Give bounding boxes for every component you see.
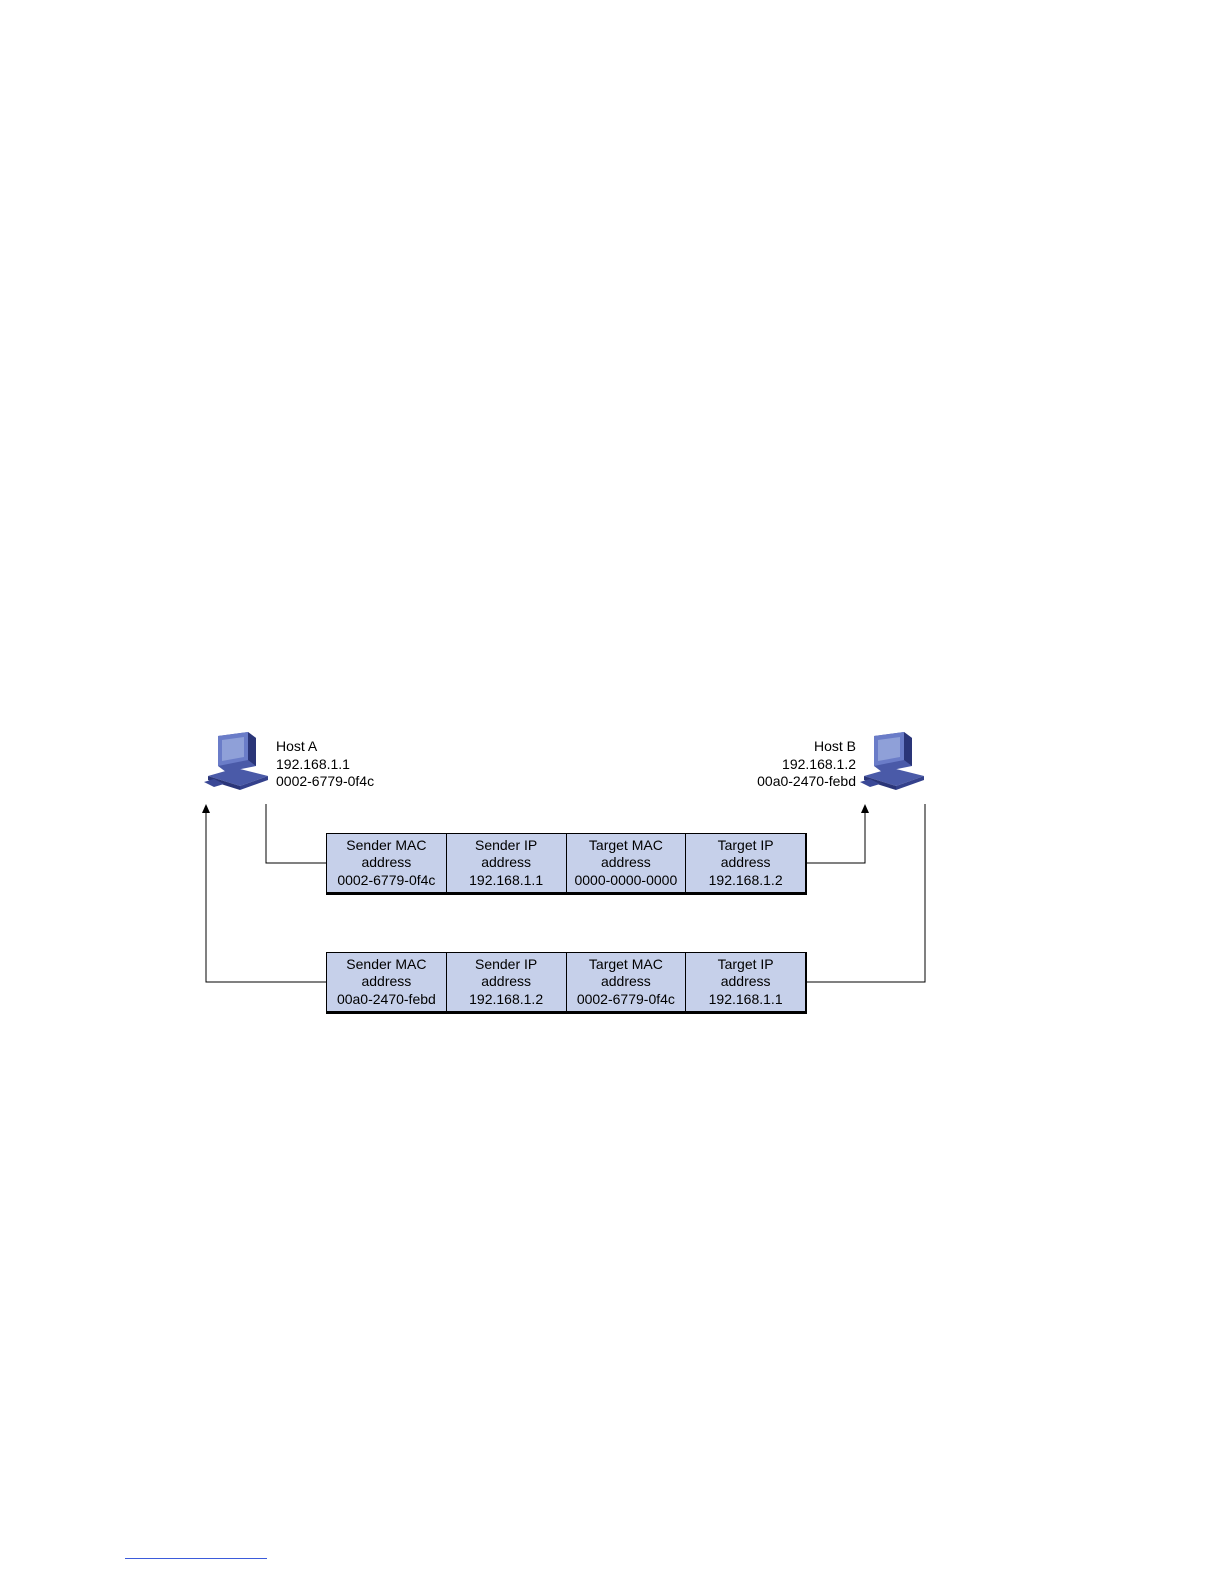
field-label: Sender IP <box>474 955 538 972</box>
request-sender-ip-field: Sender IP address 192.168.1.1 <box>446 834 567 892</box>
field-value: 0002-6779-0f4c <box>337 871 436 888</box>
field-value: 00a0-2470-febd <box>336 990 436 1007</box>
field-value: 0000-0000-0000 <box>574 871 678 888</box>
field-value: 192.168.1.2 <box>708 871 783 888</box>
field-label: Sender MAC <box>346 955 427 972</box>
field-label: Target MAC <box>588 836 663 853</box>
field-label: Sender MAC <box>346 836 427 853</box>
request-target-ip-field: Target IP address 192.168.1.2 <box>686 834 805 892</box>
reply-line-to-host-a <box>205 806 326 983</box>
footnote-divider <box>125 1558 267 1559</box>
host-b-ip: 192.168.1.2 <box>782 755 856 772</box>
field-label: address <box>600 854 651 871</box>
arp-request-packet: Sender MAC address 0002-6779-0f4c Sender… <box>326 833 807 895</box>
field-label: address <box>481 854 532 871</box>
host-a-mac: 0002-6779-0f4c <box>276 773 375 789</box>
reply-arrowhead <box>202 804 210 813</box>
field-value: 192.168.1.2 <box>469 990 544 1007</box>
field-label: Target IP <box>717 955 774 972</box>
field-label: address <box>361 854 412 871</box>
field-label: address <box>361 973 412 990</box>
host-a-ip: 192.168.1.1 <box>276 755 350 772</box>
request-line-from-host-a <box>265 804 326 864</box>
request-sender-mac-field: Sender MAC address 0002-6779-0f4c <box>327 834 447 892</box>
desktop-computer-icon <box>860 732 924 790</box>
field-value: 192.168.1.1 <box>708 990 783 1007</box>
host-b-mac: 00a0-2470-febd <box>757 773 856 789</box>
field-value: 0002-6779-0f4c <box>576 990 675 1007</box>
request-line-to-host-b <box>806 806 866 864</box>
reply-target-mac-field: Target MAC address 0002-6779-0f4c <box>566 953 687 1011</box>
host-a-name: Host A <box>276 738 318 754</box>
reply-sender-ip-field: Sender IP address 192.168.1.2 <box>446 953 567 1011</box>
request-target-mac-field: Target MAC address 0000-0000-0000 <box>566 834 687 892</box>
desktop-computer-icon <box>204 732 268 790</box>
field-label: Target MAC <box>588 955 663 972</box>
reply-target-ip-field: Target IP address 192.168.1.1 <box>686 953 805 1011</box>
field-label: address <box>481 973 532 990</box>
host-a-label: Host A 192.168.1.1 0002-6779-0f4c <box>276 738 374 791</box>
field-label: address <box>720 854 771 871</box>
field-value: 192.168.1.1 <box>469 871 544 888</box>
host-b-label: Host B 192.168.1.2 00a0-2470-febd <box>757 738 856 791</box>
reply-sender-mac-field: Sender MAC address 00a0-2470-febd <box>327 953 447 1011</box>
field-label: Target IP <box>717 836 774 853</box>
host-b-name: Host B <box>813 738 856 754</box>
reply-line-from-host-b <box>806 804 926 983</box>
request-arrowhead <box>861 804 869 813</box>
field-label: Sender IP <box>474 836 538 853</box>
arp-reply-packet: Sender MAC address 00a0-2470-febd Sender… <box>326 952 807 1014</box>
field-label: address <box>600 973 651 990</box>
field-label: address <box>720 973 771 990</box>
